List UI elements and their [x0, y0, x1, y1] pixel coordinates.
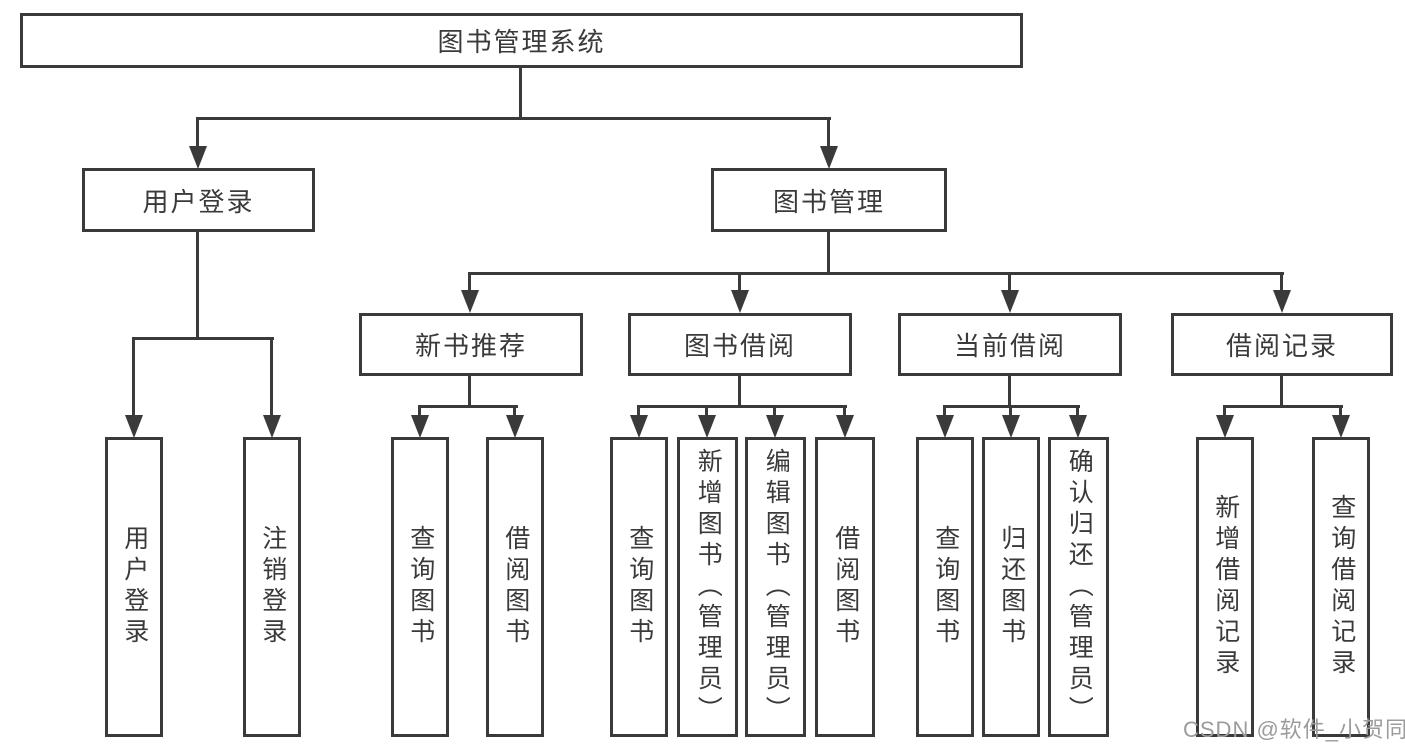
leaf-logout: 注销登录: [243, 437, 301, 737]
connector-line: [1008, 376, 1011, 405]
connector-line: [1280, 272, 1283, 293]
node-user-login: 用户登录: [82, 168, 315, 232]
connector-line: [738, 272, 741, 293]
node-book-management-label: 图书管理: [772, 186, 885, 217]
connector-line: [1076, 405, 1079, 417]
connector-line: [637, 405, 640, 417]
leaf-return-books-label: 归还图书: [997, 525, 1026, 649]
leaf-borrow-books-label: 借阅图书: [831, 525, 860, 649]
leaf-edit-books-admin-label: 编辑图书（管理员）: [762, 447, 791, 727]
arrowhead-icon: [1069, 415, 1087, 438]
arrowhead-icon: [125, 415, 143, 438]
root-node: 图书管理系统: [20, 13, 1023, 68]
leaf-confirm-return-admin: 确认归还（管理员）: [1048, 437, 1109, 737]
leaf-query-borrow-record-label: 查询借阅记录: [1327, 494, 1356, 680]
connector-line: [270, 337, 273, 417]
node-current-borrow-label: 当前借阅: [953, 331, 1066, 361]
leaf-return-books: 归还图书: [982, 437, 1040, 737]
leaf-add-books-admin: 新增图书（管理员）: [677, 437, 738, 737]
connector-line: [843, 405, 846, 417]
leaf-current-query-books: 查询图书: [916, 437, 974, 737]
node-book-management: 图书管理: [711, 168, 947, 232]
connector-line: [196, 232, 199, 337]
arrowhead-icon: [630, 415, 648, 438]
arrowhead-icon: [1002, 415, 1020, 438]
connector-line: [1223, 405, 1343, 408]
node-borrow-record: 借阅记录: [1171, 313, 1393, 376]
arrowhead-icon: [731, 290, 749, 313]
node-book-borrow: 图书借阅: [628, 313, 852, 376]
leaf-recommend-borrow-books: 借阅图书: [486, 437, 544, 737]
arrowhead-icon: [263, 415, 281, 438]
leaf-borrow-query-books-label: 查询图书: [625, 525, 654, 649]
leaf-recommend-query-books: 查询图书: [391, 437, 449, 737]
connector-line: [943, 405, 946, 417]
leaf-borrow-books: 借阅图书: [815, 437, 875, 737]
leaf-recommend-borrow-books-label: 借阅图书: [501, 525, 530, 649]
connector-line: [738, 376, 741, 405]
connector-line: [519, 68, 522, 118]
connector-line: [132, 337, 274, 340]
connector-line: [132, 337, 135, 417]
node-current-borrow: 当前借阅: [898, 313, 1122, 376]
connector-line: [637, 405, 847, 408]
connector-line: [196, 117, 199, 148]
node-user-login-label: 用户登录: [142, 186, 255, 217]
leaf-add-books-admin-label: 新增图书（管理员）: [694, 447, 723, 727]
connector-line: [468, 376, 471, 405]
leaf-user-login-label: 用户登录: [120, 525, 149, 649]
watermark: CSDN @软件_小贺同学: [1183, 717, 1405, 742]
arrowhead-icon: [1216, 415, 1234, 438]
arrowhead-icon: [189, 146, 207, 169]
leaf-recommend-query-books-label: 查询图书: [406, 525, 435, 649]
arrowhead-icon: [411, 415, 429, 438]
leaf-user-login: 用户登录: [105, 437, 163, 737]
leaf-logout-label: 注销登录: [258, 525, 287, 649]
arrowhead-icon: [1273, 290, 1291, 313]
root-node-label: 图书管理系统: [437, 27, 606, 57]
connector-line: [468, 272, 471, 293]
arrowhead-icon: [1001, 290, 1019, 313]
connector-line: [1280, 376, 1283, 405]
node-book-borrow-label: 图书借阅: [683, 331, 796, 361]
connector-line: [1339, 405, 1342, 417]
connector-line: [773, 405, 776, 417]
arrowhead-icon: [698, 415, 716, 438]
leaf-confirm-return-admin-label: 确认归还（管理员）: [1065, 447, 1094, 727]
connector-line: [468, 272, 1284, 275]
connector-line: [1008, 272, 1011, 293]
node-new-book-recommend-label: 新书推荐: [414, 331, 527, 361]
arrowhead-icon: [506, 415, 524, 438]
leaf-current-query-books-label: 查询图书: [931, 525, 960, 649]
leaf-edit-books-admin: 编辑图书（管理员）: [745, 437, 806, 737]
leaf-borrow-query-books: 查询图书: [610, 437, 668, 737]
arrowhead-icon: [1332, 415, 1350, 438]
node-new-book-recommend: 新书推荐: [359, 313, 583, 376]
arrowhead-icon: [936, 415, 954, 438]
arrowhead-icon: [820, 146, 838, 169]
arrowhead-icon: [766, 415, 784, 438]
connector-line: [196, 117, 831, 120]
leaf-query-borrow-record: 查询借阅记录: [1312, 437, 1370, 737]
node-borrow-record-label: 借阅记录: [1225, 331, 1338, 361]
connector-line: [1223, 405, 1226, 417]
arrowhead-icon: [461, 290, 479, 313]
connector-line: [705, 405, 708, 417]
leaf-add-borrow-record: 新增借阅记录: [1196, 437, 1254, 737]
leaf-add-borrow-record-label: 新增借阅记录: [1211, 494, 1240, 680]
connector-line: [418, 405, 518, 408]
arrowhead-icon: [836, 415, 854, 438]
connector-line: [1009, 405, 1012, 417]
connector-line: [513, 405, 516, 417]
connector-line: [827, 117, 830, 148]
connector-line: [418, 405, 421, 417]
connector-line: [827, 232, 830, 272]
